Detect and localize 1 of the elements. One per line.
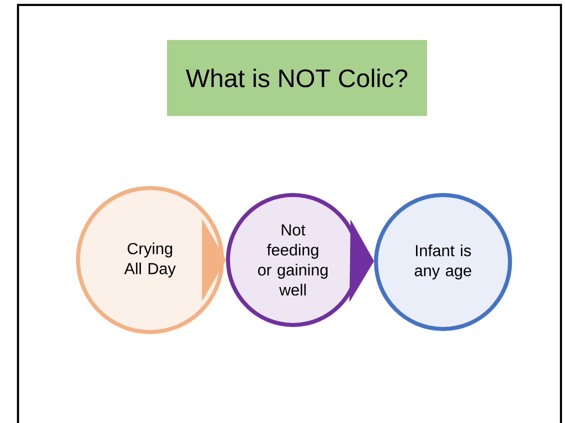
title-banner: What is NOT Colic? <box>167 40 427 116</box>
